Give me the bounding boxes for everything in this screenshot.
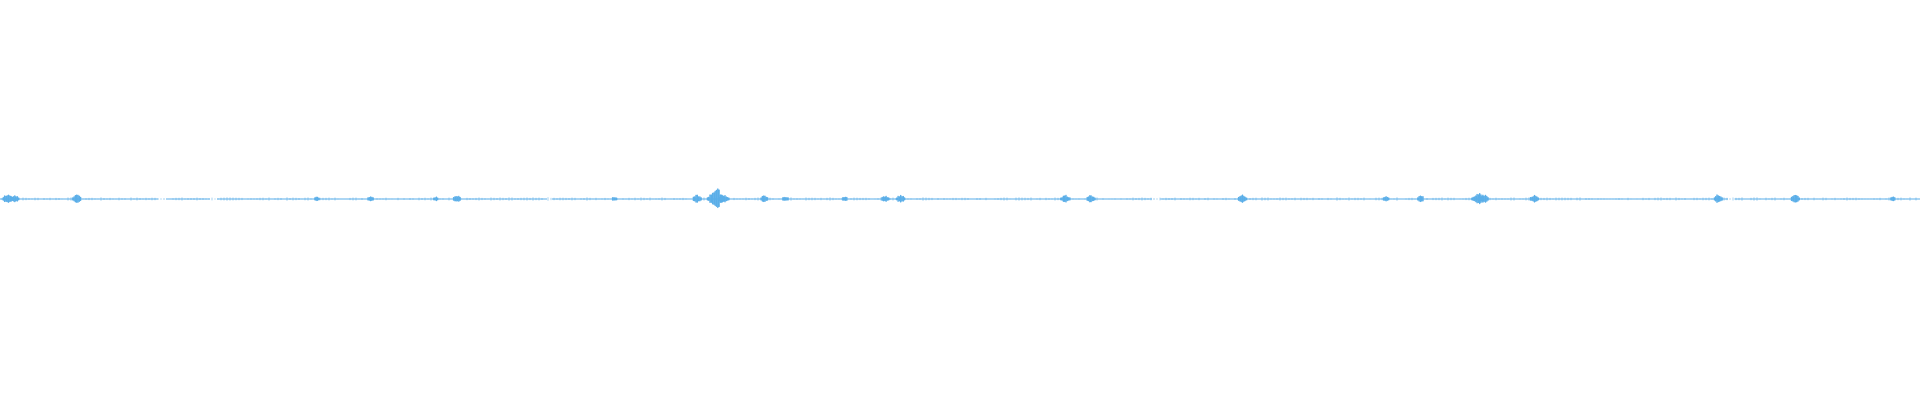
- waveform-peak: [1060, 194, 1071, 203]
- waveform-peak: [1790, 194, 1801, 203]
- waveform-peak: [1382, 196, 1390, 202]
- waveform-peak: [719, 194, 730, 203]
- waveform-peak: [1237, 194, 1248, 203]
- waveform-peak: [2, 194, 14, 203]
- waveform-peak: [314, 196, 320, 202]
- waveform-peaks: [2, 188, 1896, 209]
- waveform-peak: [842, 196, 848, 202]
- waveform-peak: [1417, 195, 1424, 203]
- waveform-peak: [611, 197, 618, 201]
- waveform-peak: [72, 194, 82, 203]
- waveform-peak: [1713, 194, 1723, 204]
- waveform-peak: [1479, 194, 1489, 203]
- waveform-peak: [881, 195, 890, 202]
- waveform-peak: [692, 194, 702, 203]
- waveform-peak: [452, 195, 461, 202]
- waveform-peak: [1529, 194, 1540, 203]
- waveform-peak: [782, 196, 789, 201]
- waveform-peak: [760, 195, 769, 203]
- waveform-peak: [1086, 195, 1096, 203]
- waveform-peak: [367, 196, 374, 202]
- waveform-noise: [1, 197, 1920, 201]
- waveform-peak: [1890, 196, 1896, 202]
- waveform-peak: [11, 195, 20, 203]
- waveform-peak: [896, 194, 906, 203]
- waveform-peak: [433, 196, 439, 202]
